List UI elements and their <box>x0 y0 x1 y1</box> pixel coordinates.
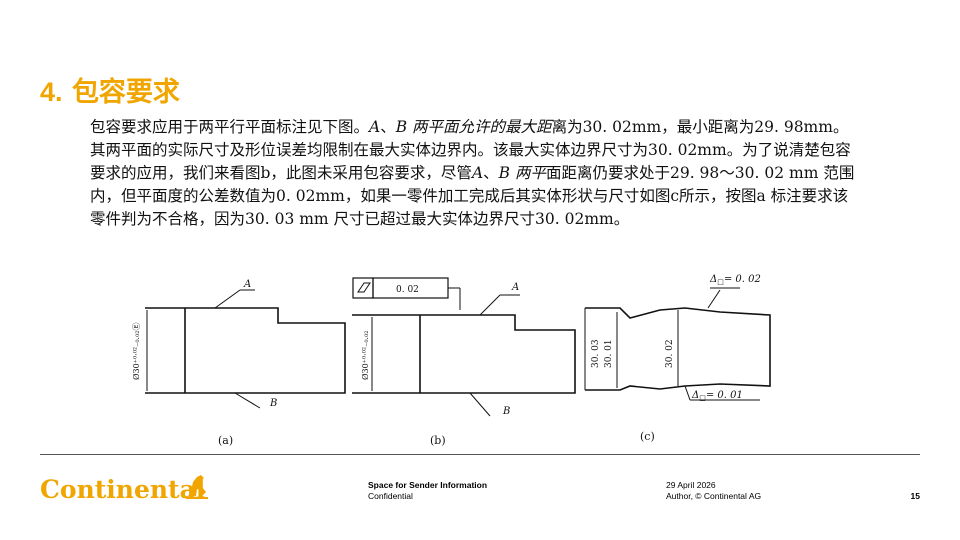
fig-b-label-A: A <box>511 282 519 293</box>
footer-divider <box>40 454 920 455</box>
fig-a-dimension: Ø30⁺⁰·⁰²₋₀.₀₂Ⓔ <box>132 322 141 380</box>
fig-c-dim-3001: 30. 01 <box>604 339 614 368</box>
author-text: Author, © Continental AG <box>666 491 762 501</box>
continental-logo: Continental <box>40 470 210 506</box>
fig-c-delta-bottom: Δ□= 0. 01 <box>691 390 743 402</box>
fig-b-outline <box>352 314 576 394</box>
fig-a-label-A: A <box>243 279 251 290</box>
confidential-label: Confidential <box>368 491 413 501</box>
body-paragraph: 包容要求应用于两平行平面标注见下图。A、B 两平面允许的最大距离为30. 02m… <box>90 116 860 231</box>
logo-wordmark: Continental <box>40 475 205 504</box>
date-author: 29 April 2026 Author, © Continental AG <box>666 480 761 502</box>
tolerance-drawings-svg: A B Ø30⁺⁰·⁰²₋₀.₀₂Ⓔ (a) 0. 02 A B Ø30⁺⁰·⁰… <box>132 274 771 447</box>
figure-a: A B Ø30⁺⁰·⁰²₋₀.₀₂Ⓔ (a) <box>132 279 346 447</box>
body-s9: 面距离仍要求处于29. 98～30. 02 mm 范围内，但平面度的公差数值为0… <box>90 164 855 228</box>
body-s3: 、 <box>380 118 396 136</box>
fig-a-label-B: B <box>269 398 277 409</box>
fig-a-leader-b <box>234 392 261 409</box>
horse-icon <box>186 475 208 499</box>
sender-title: Space for Sender Information <box>368 480 488 490</box>
fig-c-delta-top: Δ□= 0. 02 <box>709 274 761 286</box>
fig-b-leader-a <box>479 294 501 316</box>
fig-a-leader-a <box>214 289 241 309</box>
title-text: 包容要求 <box>71 77 180 108</box>
body-s2: A <box>369 118 381 136</box>
flatness-symbol-box <box>352 277 374 299</box>
page-number: 15 <box>910 491 920 501</box>
tolerance-figure: A B Ø30⁺⁰·⁰²₋₀.₀₂Ⓔ (a) 0. 02 A B Ø30⁺⁰·⁰… <box>120 268 800 458</box>
body-s7: 、 <box>483 164 499 182</box>
fig-b-leader-b <box>469 392 491 417</box>
body-s8: B 两平 <box>498 164 546 182</box>
page-title: 4. 包容要求 <box>40 70 180 109</box>
date-text: 29 April 2026 <box>666 480 716 490</box>
fig-b-label-B: B <box>502 406 510 417</box>
body-s5: 离为30. 02mm，最小距离为29. 98mm。其两平面的实际尺寸及形位误差均… <box>90 118 851 182</box>
fig-a-caption: (a) <box>218 434 233 447</box>
fig-a-outline <box>145 307 346 394</box>
fig-c-bottom-arrow <box>684 385 691 401</box>
title-number: 4. <box>40 77 63 107</box>
fig-c-top-arrow <box>707 289 721 309</box>
figure-c: 30. 03 30. 01 30. 02 Δ□= 0. 02 Δ□= 0. 01… <box>584 274 771 443</box>
body-s6: A <box>471 164 484 182</box>
body-s1: 包容要求应用于两平行平面标注见下图。 <box>90 118 370 136</box>
fig-c-dim-3002: 30. 02 <box>665 339 675 368</box>
fig-c-caption: (c) <box>640 430 655 443</box>
body-s4: B 两平面允许的最大距 <box>395 118 552 136</box>
fig-b-dimension: Ø30⁺⁰·⁰²₋₀.₀₂ <box>361 330 370 380</box>
fig-b-caption: (b) <box>430 434 446 447</box>
sender-info: Space for Sender Information Confidentia… <box>368 480 487 502</box>
fig-c-outline <box>585 307 771 391</box>
flatness-value: 0. 02 <box>396 285 419 295</box>
fig-c-dim-3003: 30. 03 <box>591 339 601 368</box>
flatness-icon <box>357 282 371 293</box>
figure-b: 0. 02 A B Ø30⁺⁰·⁰²₋₀.₀₂ (b) <box>352 277 576 447</box>
